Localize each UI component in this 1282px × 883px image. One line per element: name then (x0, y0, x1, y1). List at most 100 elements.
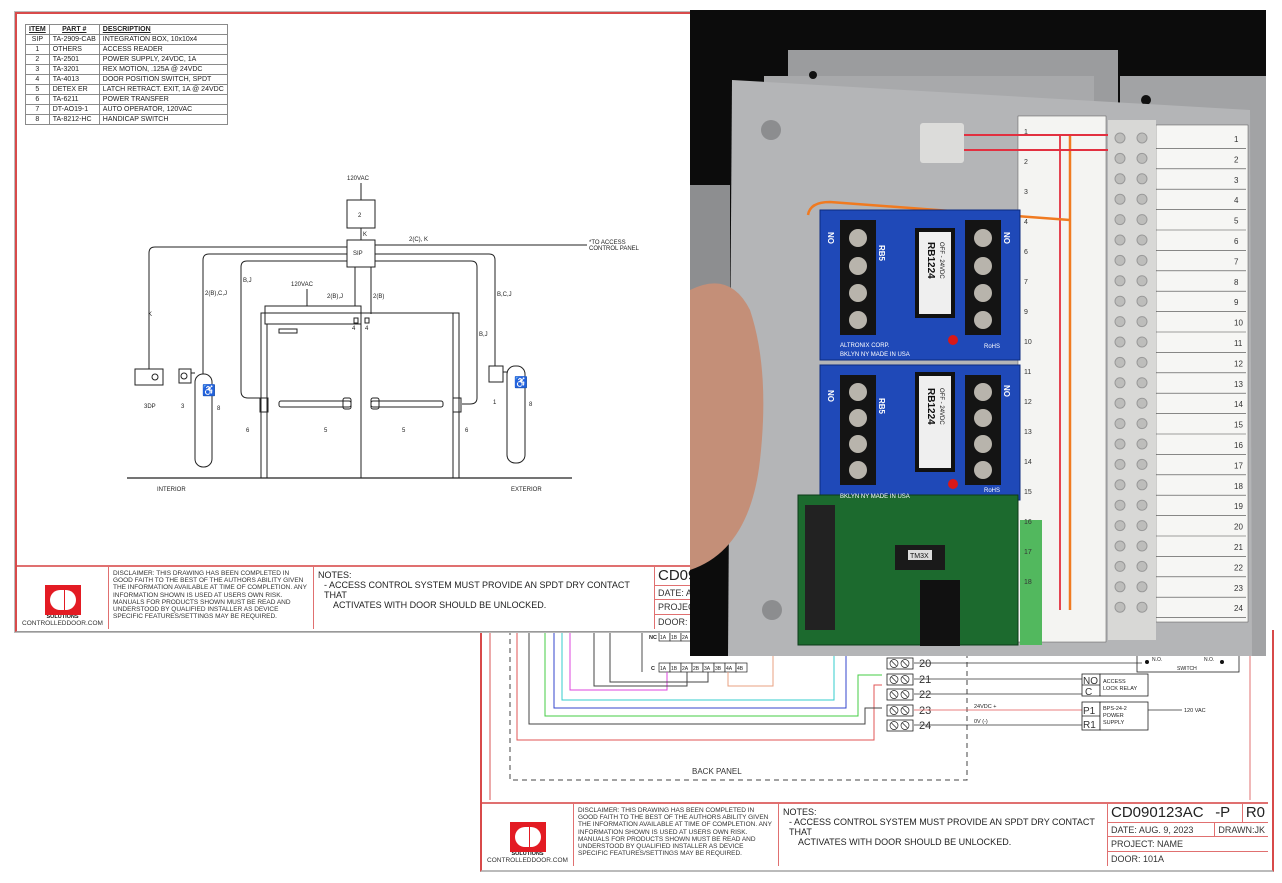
svg-text:N.O.: N.O. (1204, 657, 1214, 663)
title-block-back: SOLUTIONS CONTROLLEDDOOR.COM DISCLAIMER:… (482, 802, 1268, 866)
terminal-strip-screws (1114, 132, 1148, 613)
svg-text:1A: 1A (660, 666, 667, 672)
svg-text:1B: 1B (671, 666, 678, 672)
svg-text:B,J: B,J (479, 332, 488, 338)
wire-magenta (569, 630, 668, 691)
svg-text:5: 5 (402, 428, 406, 434)
svg-text:C: C (651, 666, 655, 672)
strip-number: 13 (1234, 380, 1243, 389)
back-panel-outline (509, 630, 968, 781)
svg-text:C: C (1085, 687, 1092, 698)
svg-text:2(B): 2(B) (373, 294, 384, 300)
screw-icon (1136, 132, 1148, 144)
panel-photo: RB5 RB5 ALTRONIX CORP. BKLYN NY MADE IN … (690, 10, 1266, 656)
screw-icon (1114, 560, 1126, 572)
screw-icon (1136, 336, 1148, 348)
strip-number: 23 (1234, 584, 1243, 593)
wire-bundle (516, 630, 882, 741)
svg-text:8: 8 (529, 402, 533, 408)
svg-text:NO: NO (1002, 385, 1011, 397)
screw-icon (1136, 152, 1148, 164)
svg-text:1: 1 (493, 400, 497, 406)
access-reader (488, 365, 504, 383)
svg-text:NO: NO (1002, 232, 1011, 244)
hand (690, 283, 764, 570)
psu-input-label: 120 VAC (1184, 708, 1206, 714)
svg-text:120VAC: 120VAC (291, 282, 314, 288)
screw-icon (1114, 254, 1126, 266)
rex-3dp-device (134, 368, 164, 386)
svg-text:OFF - 24VDC: OFF - 24VDC (938, 388, 944, 425)
left-strip-number: 16 (1024, 519, 1032, 526)
screw-icon (1114, 601, 1126, 613)
panel-photo-illustration: RB5 RB5 ALTRONIX CORP. BKLYN NY MADE IN … (690, 50, 1266, 656)
notes: NOTES: - ACCESS CONTROL SYSTEM MUST PROV… (779, 804, 1108, 866)
screw-icon (1114, 295, 1126, 307)
screw-icon (1136, 295, 1148, 307)
svg-text:3B: 3B (715, 666, 722, 672)
terminal-block: 20 21 22 23 24 (886, 657, 931, 732)
screw-icon (1136, 356, 1148, 368)
svg-text:N.O.: N.O. (1152, 657, 1162, 663)
svg-text:RoHS: RoHS (984, 344, 1000, 350)
screw-icon (1114, 377, 1126, 389)
maker-label: ALTRONIX CORP. (840, 343, 890, 349)
screw-icon (1114, 173, 1126, 185)
svg-text:K: K (363, 232, 367, 238)
svg-text:BPS-24-2: BPS-24-2 (1103, 706, 1127, 712)
relay-model-2: RB1224 (925, 388, 936, 425)
wire-black-3 (609, 630, 709, 683)
svg-text:8: 8 (217, 406, 221, 412)
label-box-2: 2 (358, 213, 362, 219)
board-label-1: RB5 (877, 245, 886, 262)
wire-cyan (561, 630, 835, 701)
svg-text:2A: 2A (682, 635, 689, 641)
screw-icon (1136, 173, 1148, 185)
strip-number: 24 (1234, 604, 1243, 613)
screw-icon (1136, 418, 1148, 430)
terminal-strip-numbers: 1234567891011121314151617181920212223241… (1024, 129, 1243, 613)
screw-icon (1136, 458, 1148, 470)
left-strip-number: 6 (1024, 249, 1028, 256)
back-panel-label: BACK PANEL (692, 767, 742, 776)
svg-text:NC: NC (649, 635, 657, 641)
svg-text:NO: NO (826, 232, 835, 244)
svg-text:21: 21 (919, 674, 931, 686)
made-label-1: BKLYN NY MADE IN USA (840, 352, 910, 358)
strip-number: 1 (1234, 135, 1239, 144)
drawing-date: DATE: AUG. 9, 2023 (1111, 824, 1194, 835)
screw-icon (1114, 214, 1126, 226)
label-sip: SIP (353, 251, 363, 257)
right-label-strip (1155, 124, 1249, 623)
disclaimer-text: DISCLAIMER: THIS DRAWING HAS BEEN COMPLE… (109, 567, 314, 629)
drawing-info-clipped: CD090123AC DATE: AUG. 9, 2023 PROJECT: N… (655, 567, 695, 629)
screw-icon (1114, 336, 1126, 348)
left-strip-number: 4 (1024, 219, 1028, 226)
svg-text:4B: 4B (737, 666, 744, 672)
left-strip-number: 3 (1024, 189, 1028, 196)
wire-red (516, 630, 882, 741)
screw-icon (1136, 193, 1148, 205)
left-strip-number: 2 (1024, 159, 1028, 166)
screw-icon (1136, 560, 1148, 572)
svg-text:POWER: POWER (1103, 713, 1124, 719)
wire-black-2 (593, 630, 688, 687)
strip-number: 14 (1234, 400, 1243, 409)
label-120vac-top: 120VAC (347, 176, 370, 182)
interior-label: INTERIOR (157, 487, 186, 493)
drawing-number: CD090123AC (1111, 804, 1204, 821)
relay-nc-strip: NC 1A 1B 2A (649, 631, 693, 642)
wiring-diagram-sheet: BACK PANEL NC 1A 1B 2A C 1A 1B 2A 2B (480, 630, 1274, 872)
strip-number: 10 (1234, 319, 1243, 328)
svg-text:2A: 2A (682, 666, 689, 672)
screw-icon (1136, 499, 1148, 511)
strip-number: 3 (1234, 176, 1239, 185)
logo-site: CONTROLLEDDOOR.COM (487, 857, 568, 864)
screw-icon (1136, 581, 1148, 593)
screw-icon (1136, 438, 1148, 450)
svg-text:SUPPLY: SUPPLY (1103, 720, 1125, 726)
screw-icon (1114, 458, 1126, 470)
strip-number: 17 (1234, 461, 1243, 470)
